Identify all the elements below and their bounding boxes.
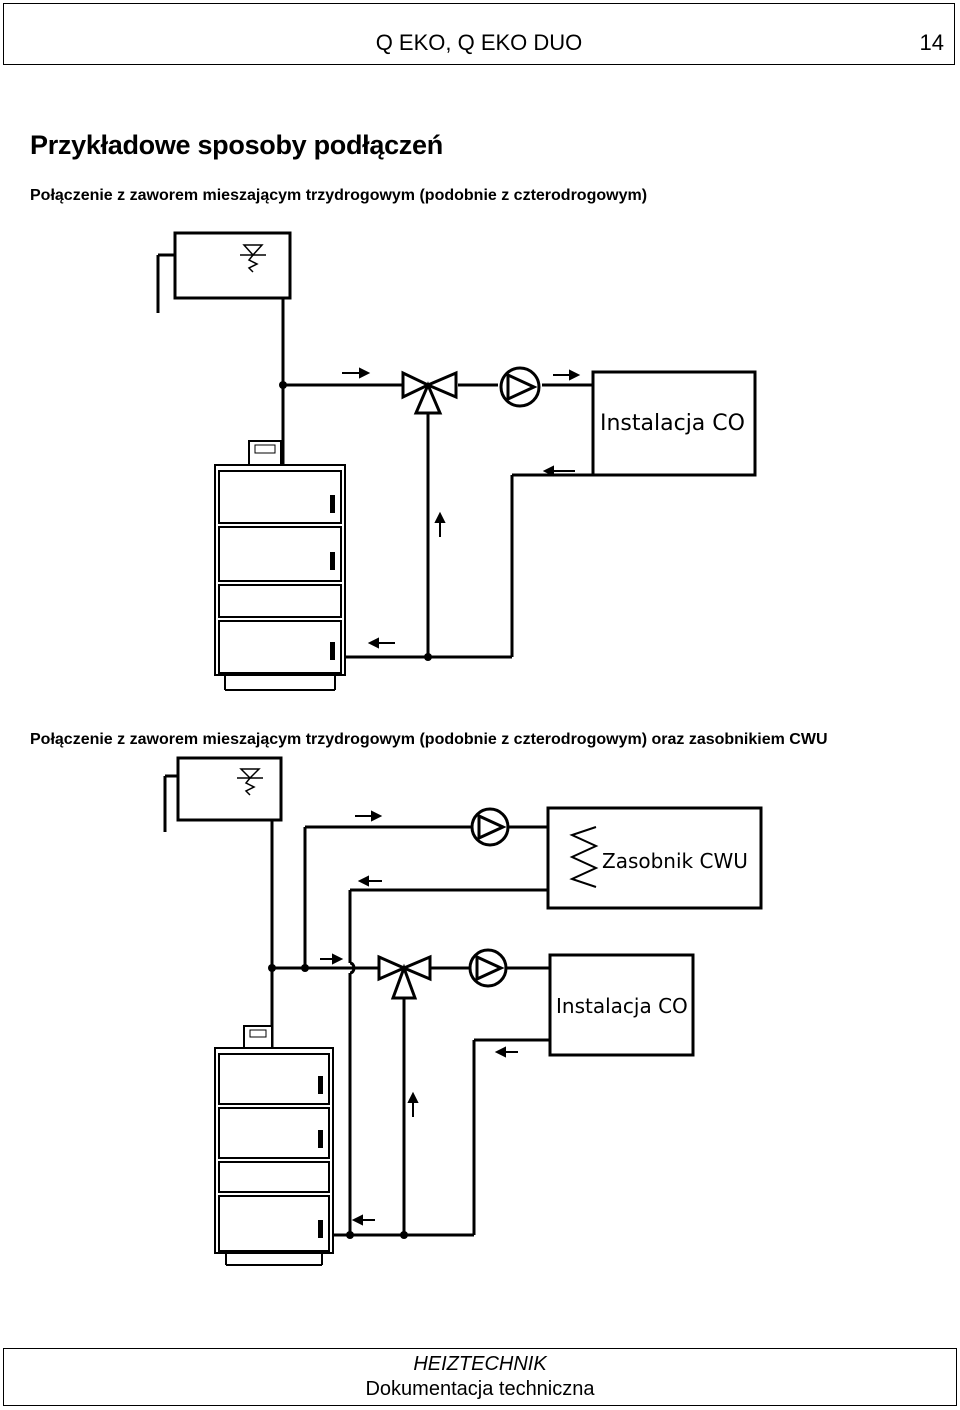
tank-label: Zasobnik CWU	[602, 849, 748, 873]
footer-document-type: Dokumentacja techniczna	[365, 1378, 595, 1400]
cwu-tank-box	[546, 806, 763, 910]
installation-label: Instalacja CO	[600, 411, 745, 436]
pump-icon	[499, 366, 541, 408]
section-title: Przykładowe sposoby podłączeń	[30, 130, 443, 160]
flow-arrows	[320, 810, 518, 1226]
boiler-icon	[214, 1025, 334, 1266]
installation-label: Instalacja CO	[556, 994, 688, 1018]
mixing-valve-icon	[377, 954, 432, 1000]
expansion-tank	[176, 756, 283, 822]
flow-arrows	[342, 367, 581, 649]
pump-icon	[470, 807, 510, 847]
diagram2-caption: Połączenie z zaworem mieszającym trzydro…	[30, 731, 828, 748]
page-footer: HEIZTECHNIK Dokumentacja techniczna	[3, 1348, 957, 1406]
expansion-tank	[173, 231, 292, 300]
co-installation-box	[591, 370, 757, 477]
pump-icon	[468, 948, 508, 988]
page-header: Q EKO, Q EKO DUO 14	[3, 3, 955, 65]
mixing-valve-icon	[401, 370, 458, 415]
page-number: 14	[919, 30, 944, 55]
co-installation-box	[548, 953, 695, 1057]
diagram1-caption: Połączenie z zaworem mieszającym trzydro…	[30, 187, 648, 204]
boiler-icon	[214, 440, 346, 691]
document-title: Q EKO, Q EKO DUO	[375, 30, 583, 55]
diagram2-schematic: Zasobnik CWU Instalacja CO	[163, 756, 763, 1266]
diagram1-schematic: Instalacja CO	[156, 231, 757, 691]
heat-exchanger-coil	[569, 826, 599, 888]
footer-company: HEIZTECHNIK	[413, 1353, 547, 1375]
float-valve-icon	[240, 244, 266, 273]
float-valve-icon	[237, 768, 263, 796]
